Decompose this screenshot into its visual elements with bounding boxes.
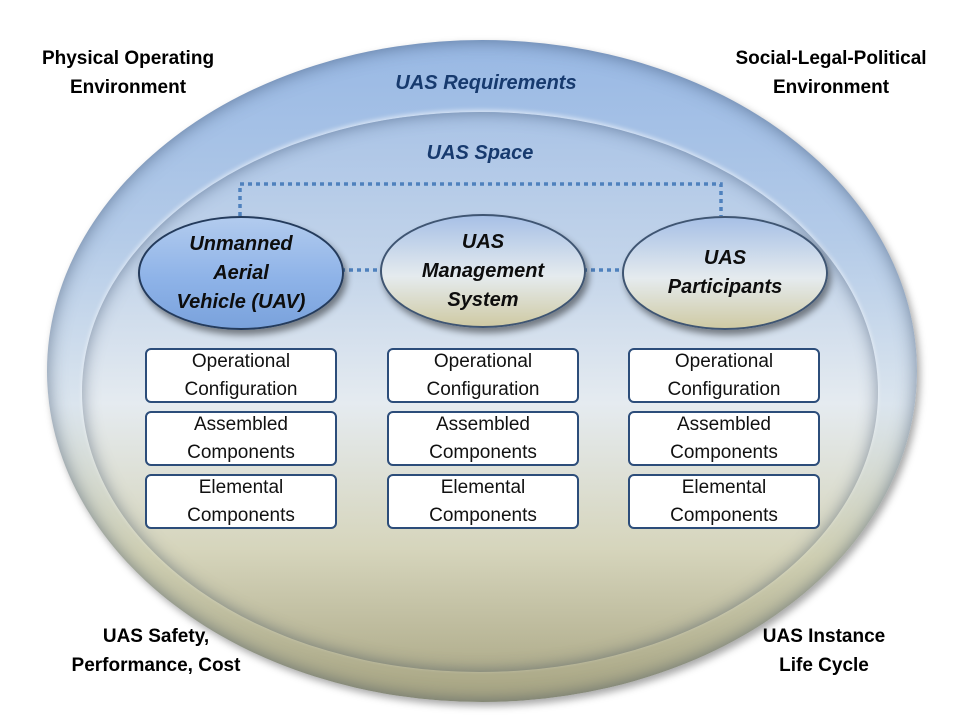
- box-label-line: Configuration: [426, 378, 540, 400]
- participants-node-line: UAS: [703, 247, 747, 269]
- box-label-line: Operational: [674, 350, 774, 372]
- box-label-line: Assembled: [194, 413, 288, 435]
- participants-operational-configuration-box[interactable]: Operational Configuration: [628, 348, 820, 403]
- box-label-line: Elemental: [198, 476, 284, 498]
- box-label-line: Operational: [433, 350, 533, 372]
- box-label-line: Assembled: [677, 413, 771, 435]
- box-label-line: Elemental: [681, 476, 767, 498]
- uav-node[interactable]: Unmanned Aerial Vehicle (UAV): [138, 216, 344, 330]
- uav-node-line: Aerial: [213, 261, 269, 284]
- participants-node-line: Participants: [667, 276, 783, 298]
- management-assembled-components-box[interactable]: Assembled Components: [387, 411, 579, 466]
- uas-participants-node[interactable]: UAS Participants: [622, 216, 828, 330]
- participants-assembled-components-box[interactable]: Assembled Components: [628, 411, 820, 466]
- box-label-line: Components: [670, 504, 778, 526]
- uav-elemental-components-box[interactable]: Elemental Components: [145, 474, 337, 529]
- social-legal-political-environment-label: Social-Legal-Political Environment: [735, 48, 927, 98]
- box-label-line: Configuration: [184, 378, 298, 400]
- physical-operating-environment-label: Physical Operating Environment: [41, 48, 215, 98]
- box-label-line: Components: [429, 441, 537, 463]
- management-operational-configuration-box[interactable]: Operational Configuration: [387, 348, 579, 403]
- top-connector-line: [238, 182, 723, 216]
- box-label-line: Configuration: [667, 378, 781, 400]
- uav-assembled-components-box[interactable]: Assembled Components: [145, 411, 337, 466]
- uas-instance-life-cycle-label: UAS Instance Life Cycle: [762, 626, 886, 676]
- uav-node-line: Unmanned: [189, 232, 293, 255]
- uas-space-title: UAS Space: [426, 142, 534, 164]
- uav-operational-configuration-box[interactable]: Operational Configuration: [145, 348, 337, 403]
- box-label-line: Components: [187, 504, 295, 526]
- box-label-line: Assembled: [436, 413, 530, 435]
- box-label-line: Components: [670, 441, 778, 463]
- uas-requirements-title: UAS Requirements: [395, 72, 577, 94]
- uav-node-line: Vehicle (UAV): [176, 290, 306, 313]
- management-elemental-components-box[interactable]: Elemental Components: [387, 474, 579, 529]
- uas-management-system-node[interactable]: UAS Management System: [380, 214, 586, 328]
- management-node-line: Management: [421, 259, 545, 282]
- box-label-line: Elemental: [440, 476, 526, 498]
- participants-elemental-components-box[interactable]: Elemental Components: [628, 474, 820, 529]
- box-label-line: Components: [429, 504, 537, 526]
- box-label-line: Operational: [191, 350, 291, 372]
- management-node-line: UAS: [461, 230, 505, 253]
- management-node-line: System: [447, 288, 519, 311]
- uas-safety-performance-cost-label: UAS Safety, Performance, Cost: [71, 626, 241, 676]
- box-label-line: Components: [187, 441, 295, 463]
